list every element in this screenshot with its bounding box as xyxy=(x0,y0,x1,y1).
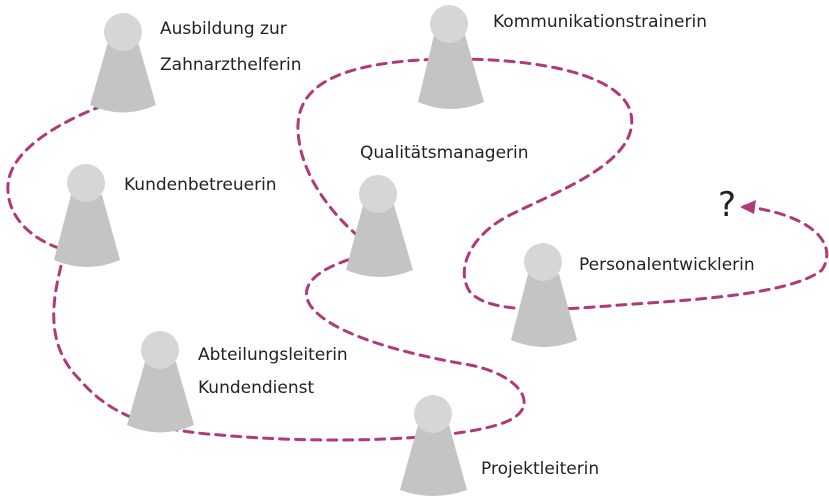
figure-head xyxy=(430,5,468,43)
figure-personalentwicklerin xyxy=(511,243,577,347)
label-qualitaetsmanagerin: Qualitätsmanagerin xyxy=(360,143,529,163)
pawn-figure-icon xyxy=(90,42,156,113)
figure-head xyxy=(67,164,105,202)
label-personalentwicklerin: Personalentwicklerin xyxy=(579,255,755,275)
career-path-line xyxy=(6,57,829,442)
figure-head xyxy=(524,243,562,281)
label-line: Zahnarzthelferin xyxy=(160,55,302,75)
label-kommunikationstrainerin: Kommunikationstrainerin xyxy=(493,12,707,32)
pawn-figure-icon xyxy=(511,274,577,347)
figure-kundenbetreuerin xyxy=(54,164,120,267)
figure-zahnarzthelferin xyxy=(90,13,156,113)
figure-head xyxy=(414,395,452,433)
figure-head xyxy=(359,175,397,213)
pawn-figure-icon xyxy=(54,195,120,267)
pawn-figure-icon xyxy=(418,35,484,109)
figure-head xyxy=(104,13,142,51)
pawn-figure-icon xyxy=(400,425,467,496)
label-zahnarzthelferin: Ausbildung zur Zahnarzthelferin xyxy=(160,19,302,75)
figure-qualitaetsmanagerin xyxy=(346,175,413,277)
label-line: Kundendienst xyxy=(198,378,314,398)
label-abteilungsleiterin: Abteilungsleiterin Kundendienst xyxy=(198,345,353,398)
label-projektleiterin: Projektleiterin xyxy=(481,459,599,479)
arrowhead-icon xyxy=(740,200,756,214)
label-line: Ausbildung zur xyxy=(160,19,287,39)
pawn-figure-icon xyxy=(127,362,194,433)
figure-head xyxy=(141,331,179,369)
figure-abteilungsleiterin xyxy=(127,331,194,433)
label-line: Abteilungsleiterin xyxy=(198,345,348,365)
figure-kommunikationstrainerin xyxy=(418,5,484,109)
pawn-figure-icon xyxy=(346,205,413,277)
future-question-mark: ? xyxy=(718,185,736,225)
figure-projektleiterin xyxy=(400,395,467,496)
label-kundenbetreuerin: Kundenbetreuerin xyxy=(124,175,277,195)
